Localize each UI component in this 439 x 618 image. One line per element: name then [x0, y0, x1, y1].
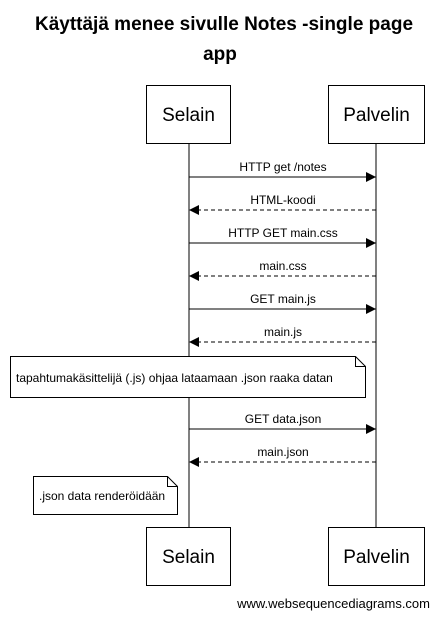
message-4: main.css [189, 259, 376, 281]
note-1-text: tapahtumakäsittelijä (.js) ohjaa lataama… [16, 371, 333, 385]
message-1: HTTP get /notes [189, 160, 376, 182]
note-2-text: .json data renderöidään [39, 489, 165, 503]
browser-actor-bottom: Selain [146, 527, 231, 586]
message-label: HTML-koodi [250, 193, 315, 207]
browser-actor-top: Selain [146, 85, 231, 144]
server-actor-top: Palvelin [328, 85, 425, 144]
footer-credit: www.websequencediagrams.com [236, 596, 430, 611]
server-actor-top-label: Palvelin [343, 105, 410, 126]
message-label: main.css [259, 259, 306, 273]
message-7: GET data.json [189, 412, 376, 434]
message-label: GET main.js [250, 292, 316, 306]
message-label: GET data.json [245, 412, 322, 426]
message-label: main.js [264, 325, 302, 339]
message-6: main.js [189, 325, 376, 347]
diagram-title-line-2: app [203, 44, 237, 65]
browser-actor-top-label: Selain [162, 105, 215, 126]
note-1: tapahtumakäsittelijä (.js) ohjaa lataama… [10, 356, 366, 398]
message-8: main.json [189, 445, 376, 467]
message-5: GET main.js [189, 292, 376, 314]
diagram-title-line-1: Käyttäjä menee sivulle Notes -single pag… [35, 14, 413, 35]
note-2: .json data renderöidään [33, 476, 178, 515]
server-actor-bottom-label: Palvelin [343, 547, 410, 568]
message-label: HTTP GET main.css [228, 226, 338, 240]
message-2: HTML-koodi [189, 193, 376, 215]
browser-actor-bottom-label: Selain [162, 547, 215, 568]
message-label: main.json [257, 445, 308, 459]
message-label: HTTP get /notes [239, 160, 326, 174]
message-3: HTTP GET main.css [189, 226, 376, 248]
server-actor-bottom: Palvelin [328, 527, 425, 586]
